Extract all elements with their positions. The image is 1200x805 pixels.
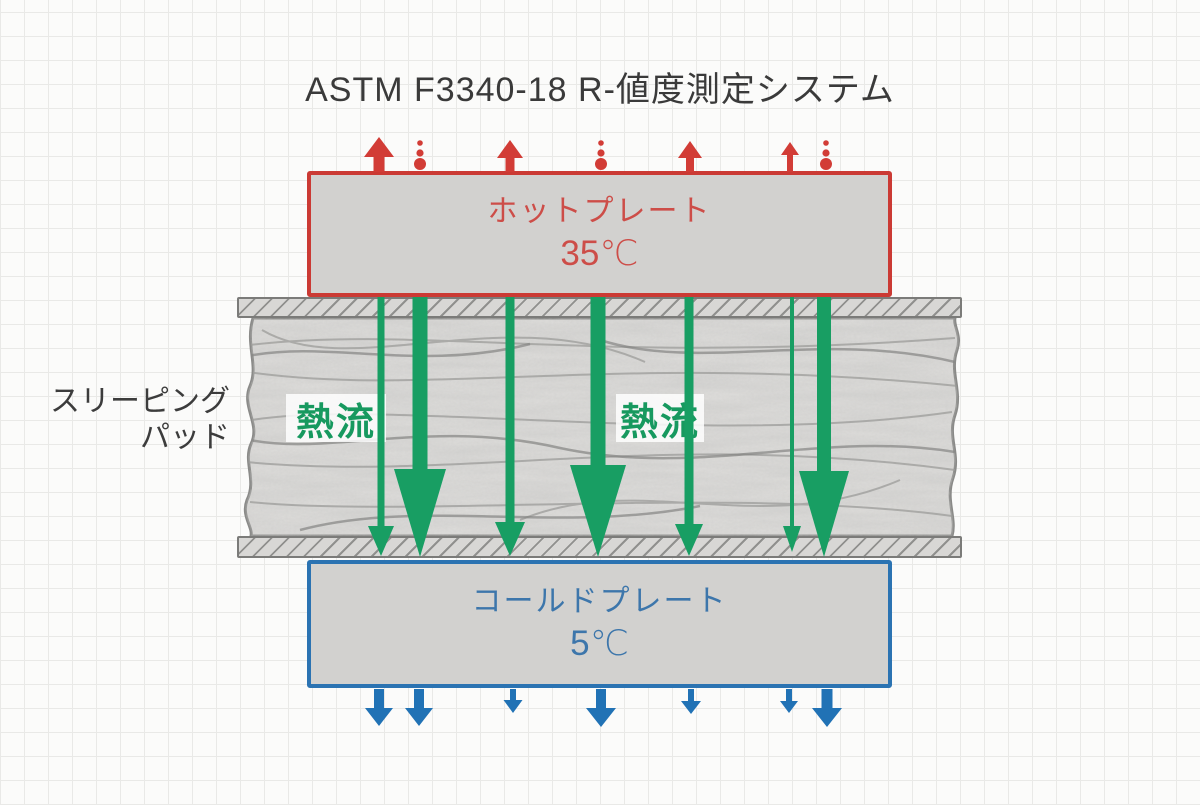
- cold-plate-temperature: 5℃: [570, 624, 629, 663]
- hot-plate-label: ホットプレート: [487, 195, 712, 228]
- cold-plate-box: コールドプレート 5℃: [307, 560, 892, 688]
- cold-output-arrow: [681, 689, 701, 714]
- heat-flow-arrow: [394, 297, 446, 557]
- heat-flow-arrow: [495, 297, 525, 556]
- heat-loss-dot: [414, 158, 426, 170]
- heat-flow-arrow: [368, 297, 394, 556]
- heat-loss-dot: [595, 158, 607, 170]
- heat-loss-dot: [822, 149, 830, 157]
- sleeping-pad-label: スリーピング パッド: [30, 384, 230, 456]
- cold-output-arrow: [365, 689, 393, 726]
- heat-flow-arrow: [675, 297, 703, 556]
- heat-loss-arrow: [497, 140, 523, 172]
- cold-output-arrow: [780, 689, 798, 713]
- heat-loss-dot: [416, 149, 424, 157]
- cold-output-arrow: [503, 689, 523, 713]
- hot-plate-box: ホットプレート 35℃: [307, 171, 892, 297]
- heat-loss-arrow: [781, 142, 799, 172]
- sleeping-pad-label-line1: スリーピング: [50, 385, 230, 418]
- heat-loss-arrow: [678, 141, 702, 172]
- cold-output-arrow: [405, 689, 433, 726]
- heat-loss-dot: [823, 140, 829, 146]
- cold-output-arrow: [586, 689, 616, 727]
- heat-flow-arrow: [799, 297, 849, 557]
- heat-loss-dot: [597, 149, 605, 157]
- heat-loss-dot: [417, 140, 423, 146]
- heat-loss-arrow: [364, 137, 394, 172]
- heat-flow-label-left: 熱流: [286, 394, 386, 444]
- cold-plate-label: コールドプレート: [471, 585, 728, 618]
- cold-output-arrow: [812, 689, 842, 727]
- hot-plate-temperature: 35℃: [560, 234, 639, 273]
- heat-flow-arrow: [570, 297, 626, 557]
- heat-loss-dot: [820, 158, 832, 170]
- heat-flow-arrow: [783, 297, 801, 552]
- diagram-title: ASTM F3340-18 R-値度測定システム: [305, 71, 895, 109]
- sleeping-pad-label-line2: パッド: [140, 421, 230, 454]
- heat-loss-dot: [598, 140, 604, 146]
